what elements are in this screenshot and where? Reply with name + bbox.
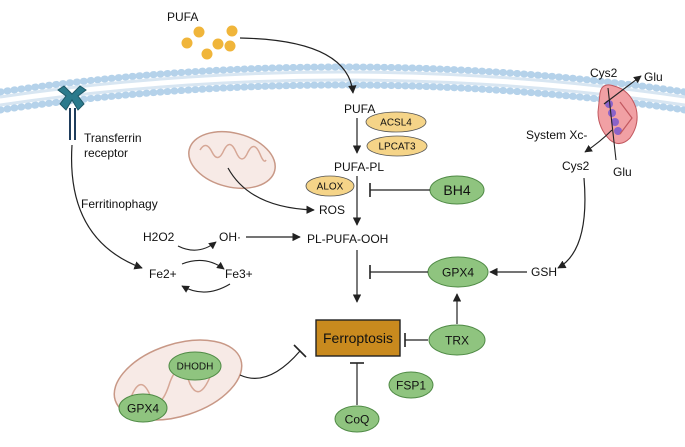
- mito-to-ros-arrow: [227, 167, 315, 214]
- mitochondrion-top: [188, 130, 276, 190]
- ferroptosis-label: Ferroptosis: [323, 330, 393, 346]
- h2o2-to-oh-arrow: [177, 241, 217, 251]
- gpx4-mito-node: GPX4: [118, 393, 168, 423]
- pufa-pl-label: PUFA-PL: [334, 160, 384, 174]
- fe3-label: Fe3+: [225, 267, 253, 281]
- pufa-label: PUFA: [344, 102, 375, 116]
- cell-membrane: [0, 63, 685, 114]
- glu-export-arrow: [603, 75, 642, 105]
- bh4-label: BH4: [443, 182, 470, 198]
- mito-inhibit-bar: [293, 344, 307, 358]
- mito-inhibit-line: [239, 350, 301, 379]
- fe2-to-fe3-arrow: [181, 259, 225, 270]
- alox-enzyme: ALOX: [305, 175, 355, 197]
- h2o2-label: H2O2: [143, 230, 175, 244]
- coq-node: CoQ: [334, 405, 380, 433]
- fsp1-label: FSP1: [396, 379, 426, 393]
- system-xc-label: System Xc-: [526, 128, 587, 142]
- pufa-outside-label: PUFA: [167, 10, 198, 24]
- glu-top-label: Glu: [644, 70, 663, 84]
- pufa-uptake-arrow: [239, 37, 357, 94]
- dhodh-label: DHODH: [177, 362, 214, 373]
- trx-label: TRX: [445, 334, 469, 348]
- coq-label: CoQ: [345, 413, 370, 427]
- gpx4-center-label: GPX4: [442, 266, 474, 280]
- transferrin-receptor-label-line2: receptor: [84, 146, 128, 160]
- cys2-to-gsh-arrow: [557, 177, 586, 269]
- trx-node: TRX: [428, 324, 486, 356]
- receptor-to-fe2-arrow: [70, 144, 143, 270]
- glu-bottom-label: Glu: [613, 165, 632, 179]
- cys2-import-arrow: [584, 129, 613, 153]
- acsl4-label: ACSL4: [380, 118, 412, 129]
- pl-pufa-ooh-label: PL-PUFA-OOH: [307, 232, 388, 246]
- gsh-label: GSH: [531, 265, 557, 279]
- ferritinophagy-label: Ferritinophagy: [81, 197, 158, 211]
- dhodh-node: DHODH: [168, 351, 222, 381]
- cys2-bottom-label: Cys2: [562, 159, 590, 173]
- lpcat3-enzyme: LPCAT3: [366, 135, 428, 157]
- oh-label: OH·: [219, 230, 241, 244]
- transferrin-receptor-label-line1: Transferrin: [84, 131, 142, 145]
- transferrin-receptor-icon: [57, 85, 87, 140]
- ros-label: ROS: [319, 203, 345, 217]
- bh4-node: BH4: [429, 175, 485, 205]
- fsp1-node: FSP1: [388, 371, 434, 399]
- gpx4-mito-label: GPX4: [127, 402, 159, 416]
- lpcat3-label: LPCAT3: [378, 142, 415, 153]
- alox-label: ALOX: [317, 182, 344, 193]
- fe2-label: Fe2+: [149, 267, 177, 281]
- fe3-to-fe2-arrow: [181, 283, 231, 293]
- cys2-top-label: Cys2: [590, 66, 618, 80]
- ferroptosis-box: Ferroptosis: [315, 319, 401, 357]
- gpx4-node: GPX4: [427, 256, 489, 288]
- pufa-droplets: [181, 25, 238, 60]
- acsl4-enzyme: ACSL4: [365, 111, 427, 133]
